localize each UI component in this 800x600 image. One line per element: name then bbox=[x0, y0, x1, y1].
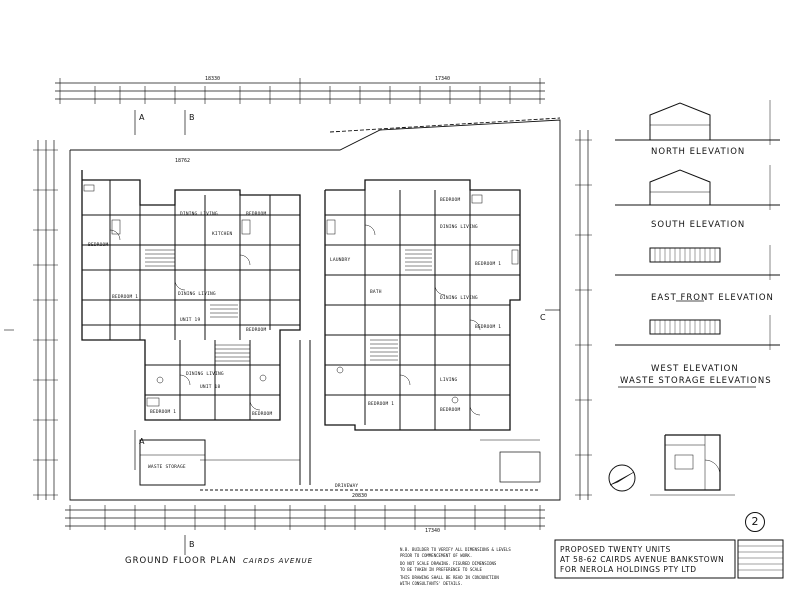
section-mark-b-top: B bbox=[189, 113, 195, 122]
right-building-block bbox=[324, 179, 521, 431]
east-elevation-suffix: ELEVATION bbox=[718, 293, 774, 303]
note-line: N.B. BUILDER TO VERIFY ALL DIMENSIONS & … bbox=[400, 547, 511, 552]
room-label-driveway: DRIVEWAY bbox=[335, 484, 359, 489]
room-label: BEDROOM bbox=[88, 243, 109, 248]
room-label: BEDROOM 1 bbox=[475, 262, 502, 267]
dim-bottom-right: 17340 bbox=[425, 528, 441, 534]
right-dimension-lines bbox=[575, 130, 592, 500]
room-label: BEDROOM 1 bbox=[475, 325, 502, 330]
room-label: KITCHEN bbox=[212, 232, 233, 237]
sheet-number-badge: 2 bbox=[745, 512, 765, 532]
section-mark-c-right: C bbox=[540, 313, 546, 322]
room-label: BEDROOM bbox=[440, 408, 461, 413]
room-label: BEDROOM 1 bbox=[112, 295, 139, 300]
section-mark-b-bottom: B bbox=[189, 540, 195, 549]
section-mark-a-top: A bbox=[139, 113, 145, 122]
room-label: BEDROOM 1 bbox=[368, 402, 395, 407]
note-line: THIS DRAWING SHALL BE READ IN CONJUNCTIO… bbox=[400, 575, 499, 580]
room-label: BEDROOM bbox=[440, 198, 461, 203]
note-line: DO NOT SCALE DRAWING. FIGURED DIMENSIONS bbox=[400, 561, 497, 566]
east-elevation-prefix: EAST bbox=[651, 293, 677, 303]
left-dimension-lines bbox=[33, 140, 58, 500]
title-block-frame bbox=[554, 539, 784, 579]
north-elevation-drawing bbox=[615, 100, 780, 145]
dim-top-right: 17340 bbox=[435, 76, 451, 82]
section-markers bbox=[134, 110, 560, 555]
room-label: LAUNDRY bbox=[330, 258, 351, 263]
south-elevation-drawing bbox=[615, 165, 780, 210]
room-label: DINING LIVING bbox=[440, 296, 478, 301]
room-label: BEDROOM bbox=[246, 212, 267, 217]
note-line: PRIOR TO COMMENCEMENT OF WORK. bbox=[400, 553, 473, 558]
title-block-line1: PROPOSED TWENTY UNITS bbox=[560, 545, 671, 554]
site-boundary bbox=[69, 117, 561, 501]
dim-top-left: 18330 bbox=[205, 76, 221, 82]
east-elevation-title: EAST FRONT ELEVATION bbox=[651, 293, 774, 303]
title-block-line3: FOR NEROLA HOLDINGS PTY LTD bbox=[560, 565, 697, 574]
room-label: BEDROOM 1 bbox=[150, 410, 177, 415]
room-label: UNIT 18 bbox=[200, 385, 221, 390]
east-elevation-drawing bbox=[615, 245, 780, 280]
room-label: BATH bbox=[370, 290, 382, 295]
room-label: BEDROOM bbox=[252, 412, 273, 417]
waste-storage-area bbox=[139, 340, 541, 486]
room-label-waste-storage: WASTE STORAGE bbox=[148, 465, 186, 470]
dim-site-top: 18762 bbox=[175, 158, 191, 164]
ground-floor-plan-title: GROUND FLOOR PLAN bbox=[125, 556, 237, 566]
room-label: UNIT 19 bbox=[180, 318, 201, 323]
street-name-label: CAIRDS AVENUE bbox=[243, 557, 314, 565]
west-elevation-title: WEST ELEVATION bbox=[651, 364, 739, 374]
note-line: TO BE TAKEN IN PREFERENCE TO SCALE bbox=[400, 567, 482, 572]
east-elevation-front: FRONT bbox=[680, 293, 715, 303]
waste-storage-elevations-title: WASTE STORAGE ELEVATIONS bbox=[620, 376, 772, 386]
room-label: BEDROOM bbox=[246, 328, 267, 333]
room-label: DINING LIVING bbox=[180, 212, 218, 217]
dim-bottom-total: 20830 bbox=[352, 493, 368, 499]
south-elevation-title: SOUTH ELEVATION bbox=[651, 220, 746, 230]
west-elevation-drawing bbox=[615, 315, 780, 350]
section-mark-a-mid: A bbox=[139, 437, 145, 446]
bottom-dimension-lines bbox=[65, 505, 545, 530]
north-point-icon bbox=[608, 464, 636, 492]
room-label: LIVING bbox=[440, 378, 458, 383]
room-label: DINING LIVING bbox=[178, 292, 216, 297]
room-label: DINING LIVING bbox=[440, 225, 478, 230]
room-label: DINING LIVING bbox=[186, 372, 224, 377]
top-dimension-lines bbox=[55, 78, 545, 104]
waste-storage-detail bbox=[650, 434, 735, 496]
left-building-block bbox=[81, 170, 301, 421]
note-line: WITH CONSULTANTS' DETAILS. bbox=[400, 581, 463, 586]
north-elevation-title: NORTH ELEVATION bbox=[651, 147, 746, 157]
title-block-line2: AT 58-62 CAIRDS AVENUE BANKSTOWN bbox=[560, 555, 725, 564]
